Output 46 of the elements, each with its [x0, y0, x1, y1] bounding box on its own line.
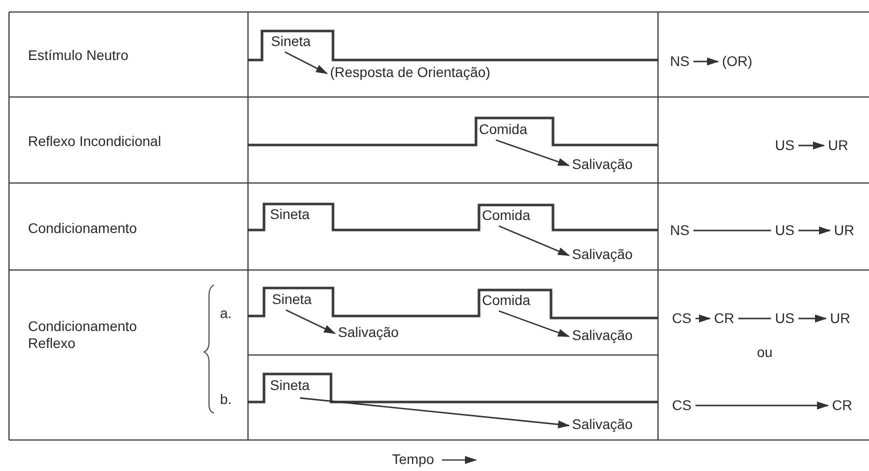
arrow: [284, 51, 328, 74]
stimulus-label: Sineta: [272, 291, 312, 308]
row-heading: Estímulo Neutro: [28, 47, 128, 64]
formula-term: CR: [714, 310, 734, 327]
formula-term: US: [775, 310, 794, 327]
arrow: [798, 314, 827, 322]
arrow: [695, 402, 829, 410]
arrow: [693, 58, 719, 66]
response-label: Salivação: [572, 416, 633, 433]
arrow: [300, 397, 570, 428]
item-letter: b.: [220, 391, 232, 408]
row-heading: Reflexo Incondicional: [28, 133, 162, 150]
response-label: Salivação: [338, 324, 399, 341]
formula-term: CR: [832, 397, 852, 414]
arrow: [286, 309, 336, 334]
arrow: [695, 314, 711, 322]
arrow: [498, 225, 570, 256]
row-heading: Condicionamento: [28, 220, 137, 237]
arrow: [496, 139, 570, 166]
response-label: Salivação: [572, 246, 633, 263]
stimulus-label: Sineta: [270, 377, 310, 394]
stimulus-label: Comida: [479, 121, 528, 138]
formula-term: NS: [670, 222, 690, 239]
response-label: Salivação: [572, 327, 633, 344]
response-label: (Resposta de Orientação): [330, 64, 490, 81]
formula-term: UR: [828, 137, 848, 154]
formula-term: US: [775, 222, 794, 239]
row-heading: Condicionamento Reflexo: [28, 318, 138, 352]
arrow: [798, 142, 825, 150]
stimulus-label: Comida: [482, 292, 530, 309]
arrow: [498, 310, 570, 338]
formula-term: NS: [670, 53, 690, 70]
axis-label: Tempo: [392, 451, 434, 468]
formula-term: (OR): [722, 53, 752, 70]
formula-term: US: [775, 137, 794, 154]
formula-term: CS: [672, 310, 692, 327]
formula-term: UR: [834, 222, 854, 239]
arrow: [798, 226, 831, 234]
item-letter: a.: [220, 305, 232, 322]
formula-term: CS: [672, 397, 692, 414]
connector-word: ou: [757, 344, 773, 361]
formula-term: UR: [830, 310, 850, 327]
stimulus-label: Sineta: [270, 206, 310, 223]
stimulus-label: Comida: [482, 207, 530, 224]
response-label: Salivação: [572, 156, 633, 173]
stimulus-label: Sineta: [271, 33, 311, 50]
